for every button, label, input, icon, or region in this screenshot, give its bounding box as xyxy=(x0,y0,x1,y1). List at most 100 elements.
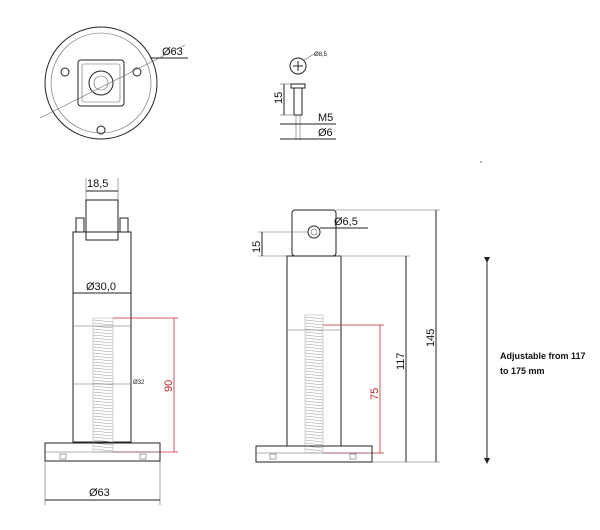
side-thread-len-label: 75 xyxy=(369,388,381,400)
thread-line xyxy=(304,439,324,443)
front-body-dia-label: Ø30,0 xyxy=(86,281,116,293)
thread-line xyxy=(304,385,324,389)
thread-line xyxy=(92,358,114,362)
adjustable-note: Adjustable from 117 to 175 mm xyxy=(500,349,595,379)
pin-thread-label: M5 xyxy=(318,112,333,124)
thread-line xyxy=(304,337,324,341)
thread-line xyxy=(304,403,324,407)
pin-shank-label: Ø6 xyxy=(318,127,333,139)
thread-line xyxy=(92,427,114,431)
thread-line xyxy=(92,385,114,389)
top-view: Ø63 xyxy=(39,26,188,140)
thread-line xyxy=(92,403,114,407)
side-view: Ø6,5 15 75 117 145 xyxy=(251,209,440,463)
adjustable-note-line2: to 175 mm xyxy=(500,366,545,376)
thread-line xyxy=(92,430,114,434)
thread-line xyxy=(304,352,324,356)
thread-line xyxy=(304,343,324,347)
thread-line xyxy=(92,364,114,368)
side-hole-height-label: 15 xyxy=(251,241,263,253)
thread-line xyxy=(304,328,324,332)
thread-line xyxy=(304,406,324,410)
thread-line xyxy=(92,400,114,404)
thread-line xyxy=(304,322,324,326)
thread-line xyxy=(92,397,114,401)
thread-line xyxy=(304,430,324,434)
thread-line xyxy=(304,388,324,392)
thread-line xyxy=(92,418,114,422)
thread-line xyxy=(92,328,114,332)
pin-detail: Ø8,5 15 M5 Ø6 xyxy=(273,52,336,140)
side-hole-dia-label: Ø6,5 xyxy=(334,216,358,228)
thread-line xyxy=(92,346,114,350)
thread-line xyxy=(304,367,324,371)
front-view: 18,5 Ø30,0 Ø32 90 Ø63 xyxy=(44,178,178,505)
thread-line xyxy=(304,418,324,422)
thread-line xyxy=(92,448,114,452)
thread-line xyxy=(304,334,324,338)
thread-line xyxy=(92,337,114,341)
thread-line xyxy=(92,409,114,413)
thread-line xyxy=(92,406,114,410)
thread-line xyxy=(304,379,324,383)
side-height-min-label: 117 xyxy=(395,352,407,370)
thread-line xyxy=(304,421,324,425)
thread-line xyxy=(304,415,324,419)
thread-line xyxy=(304,373,324,377)
thread-line xyxy=(92,349,114,353)
thread-line xyxy=(92,439,114,443)
thread-line xyxy=(92,424,114,428)
front-inner-dia-label: Ø32 xyxy=(133,380,145,386)
thread-line xyxy=(304,358,324,362)
thread-line xyxy=(92,355,114,359)
thread-line xyxy=(92,436,114,440)
thread-line xyxy=(304,391,324,395)
thread-line xyxy=(92,421,114,425)
thread-line xyxy=(304,355,324,359)
thread-line xyxy=(92,367,114,371)
thread-line xyxy=(92,352,114,356)
front-top-width-label: 18,5 xyxy=(87,178,108,190)
thread-line xyxy=(92,325,114,329)
thread-line xyxy=(92,343,114,347)
thread-line xyxy=(304,409,324,413)
thread-line xyxy=(304,361,324,365)
thread-line xyxy=(92,376,114,380)
thread-line xyxy=(92,340,114,344)
thread-line xyxy=(92,445,114,449)
top-view-diameter-label: Ø63 xyxy=(162,46,183,58)
thread-line xyxy=(92,373,114,377)
thread-line xyxy=(92,319,114,323)
front-thread-len-label: 90 xyxy=(163,380,175,392)
thread-line xyxy=(304,424,324,428)
thread-line xyxy=(92,391,114,395)
thread-line xyxy=(304,319,324,323)
thread-line xyxy=(92,394,114,398)
side-height-total-label: 145 xyxy=(425,329,437,347)
thread-line xyxy=(92,331,114,335)
thread-line xyxy=(92,361,114,365)
pin-length-label: 15 xyxy=(273,92,285,104)
thread-line xyxy=(304,316,324,320)
thread-line xyxy=(304,397,324,401)
thread-line xyxy=(304,427,324,431)
thread-line xyxy=(304,400,324,404)
thread-line xyxy=(92,433,114,437)
thread-line xyxy=(92,412,114,416)
pin-head-dia-label: Ø8,5 xyxy=(314,52,328,58)
adjustable-note-line1: Adjustable from 117 xyxy=(500,351,586,361)
thread-line xyxy=(304,376,324,380)
thread-line xyxy=(304,436,324,440)
thread-line xyxy=(92,388,114,392)
thread-line xyxy=(304,370,324,374)
thread-line xyxy=(304,364,324,368)
thread-line xyxy=(304,442,324,446)
thread-line xyxy=(304,448,324,452)
thread-line xyxy=(304,382,324,386)
front-base-dia-label: Ø63 xyxy=(89,487,110,499)
thread-line xyxy=(304,394,324,398)
thread-line xyxy=(92,334,114,338)
thread-line xyxy=(92,370,114,374)
thread-line xyxy=(304,340,324,344)
